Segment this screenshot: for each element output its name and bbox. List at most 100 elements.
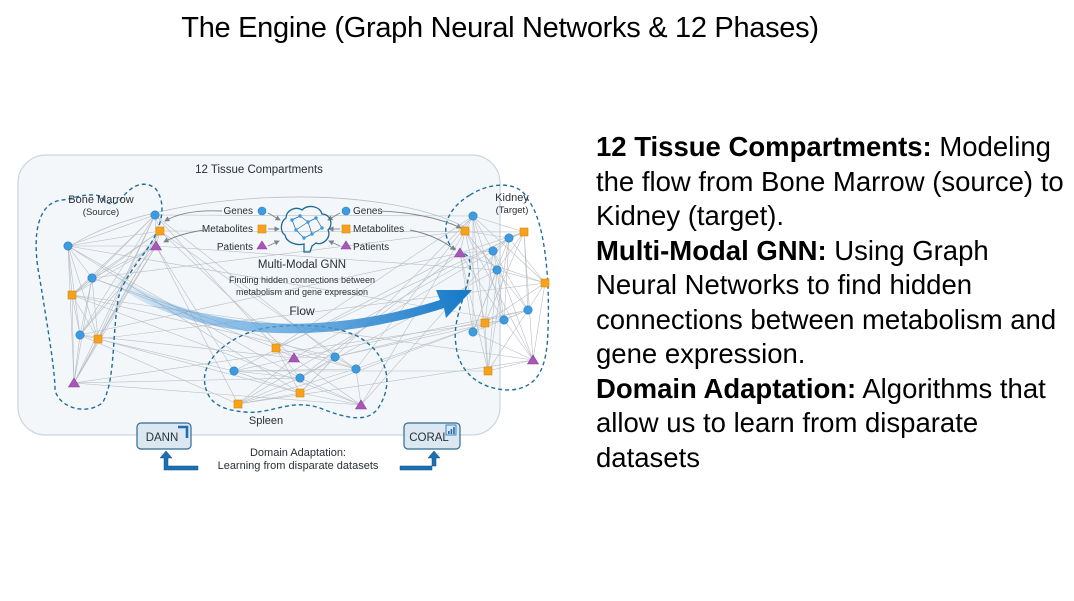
metabolite-node bbox=[271, 343, 281, 353]
gene-node bbox=[351, 364, 361, 374]
graph-edge bbox=[355, 215, 474, 370]
metabolite-node bbox=[295, 388, 305, 398]
graph-edge bbox=[484, 250, 494, 324]
graph-edge bbox=[79, 277, 93, 336]
graph-edge bbox=[79, 252, 461, 336]
graph-edge bbox=[472, 215, 489, 372]
graph-edge bbox=[484, 322, 489, 372]
input-patients-right: Patients bbox=[353, 242, 389, 253]
gene-node bbox=[330, 352, 340, 362]
flow-label: Flow bbox=[289, 304, 315, 318]
graph-edge bbox=[73, 214, 156, 384]
graph-edge bbox=[97, 338, 235, 372]
dann-corner-icon bbox=[178, 425, 189, 438]
graph-edge bbox=[155, 245, 498, 271]
gene-node bbox=[150, 210, 160, 220]
patient-node bbox=[526, 354, 540, 365]
gene-node bbox=[75, 330, 85, 340]
graph-edge bbox=[79, 334, 239, 405]
bone-marrow-label: Bone Marrow bbox=[68, 194, 133, 206]
graph-edge bbox=[79, 245, 157, 336]
graph-edge bbox=[67, 245, 73, 296]
graph-edge bbox=[67, 245, 99, 340]
graph-edge bbox=[472, 215, 494, 252]
graph-edge bbox=[237, 377, 301, 405]
metabolite-node-icon bbox=[341, 224, 351, 234]
graph-edge bbox=[496, 231, 525, 271]
dann-label: DANN bbox=[146, 432, 179, 444]
graph-edge bbox=[237, 250, 494, 405]
metabolite-node bbox=[67, 290, 77, 300]
gnn-title: Multi-Modal GNN bbox=[258, 259, 346, 271]
input-patients-left: Patients bbox=[217, 242, 253, 253]
gene-node bbox=[499, 315, 509, 325]
graph-edge bbox=[71, 294, 362, 406]
graph-edge bbox=[91, 230, 161, 279]
graph-edge bbox=[67, 214, 156, 247]
graph-edge bbox=[508, 237, 546, 284]
metabolite-node bbox=[155, 226, 165, 236]
metabolite-node bbox=[233, 399, 243, 409]
graph-edge bbox=[527, 282, 546, 311]
kidney-role: (Target) bbox=[496, 205, 529, 216]
graph-edge bbox=[293, 309, 529, 359]
graph-edge bbox=[275, 347, 301, 394]
gnn-subtitle-line1: Finding hidden connections between bbox=[229, 275, 375, 285]
metabolite-node bbox=[519, 227, 529, 237]
graph-edge bbox=[71, 230, 161, 296]
graph-edge bbox=[484, 282, 546, 324]
patient-node-icon bbox=[256, 240, 268, 250]
graph-edge bbox=[73, 377, 301, 384]
graph-edge bbox=[360, 237, 510, 406]
domain-adaptation-line2: Learning from disparate datasets bbox=[218, 460, 379, 472]
metabolite-node bbox=[460, 226, 470, 236]
graph-edge bbox=[496, 269, 546, 284]
coral-method-box: CORAL bbox=[403, 422, 461, 450]
gene-node bbox=[295, 373, 305, 383]
metabolite-node bbox=[93, 334, 103, 344]
input-genes-right: Genes bbox=[353, 206, 382, 217]
patient-node-icon bbox=[340, 240, 352, 250]
gene-node-icon bbox=[257, 206, 267, 216]
graph-edge bbox=[233, 370, 301, 379]
gnn-diagram-figure: 12 Tissue Compartments Flow Bone Marrow … bbox=[0, 140, 600, 480]
bullet-heading: Multi-Modal GNN: bbox=[596, 234, 827, 266]
slide-title: The Engine (Graph Neural Networks & 12 P… bbox=[181, 12, 819, 44]
graph-edge bbox=[459, 252, 546, 284]
graph-edge bbox=[73, 382, 362, 406]
input-arrows bbox=[163, 210, 462, 251]
gene-node bbox=[523, 305, 533, 315]
graph-edge bbox=[299, 322, 486, 394]
graph-edge bbox=[91, 277, 99, 340]
input-genes-left: Genes bbox=[224, 206, 253, 217]
bar-chart-icon bbox=[445, 424, 457, 436]
graph-edge bbox=[73, 338, 99, 384]
graph-edge bbox=[71, 294, 81, 336]
graph-edge bbox=[73, 334, 81, 384]
coral-connector-arrow bbox=[399, 450, 441, 471]
graph-edge bbox=[233, 252, 461, 372]
graph-edge bbox=[73, 277, 93, 384]
graph-edge bbox=[355, 322, 486, 370]
graph-edge bbox=[360, 230, 466, 406]
domain-adaptation-line1: Domain Adaptation: bbox=[250, 447, 346, 459]
bone-marrow-role: (Source) bbox=[83, 207, 119, 218]
bullet-heading: Domain Adaptation: bbox=[596, 372, 857, 404]
graph-edge bbox=[91, 214, 156, 279]
graph-edge bbox=[355, 368, 362, 406]
gene-node bbox=[504, 233, 514, 243]
metabolite-node bbox=[483, 366, 493, 376]
bullet-item: Domain Adaptation: Algorithms that allow… bbox=[596, 372, 1074, 476]
spleen-label: Spleen bbox=[249, 415, 283, 427]
graph-edge bbox=[71, 245, 157, 296]
graph-edge bbox=[503, 237, 510, 321]
graph-edge bbox=[73, 245, 157, 384]
bullet-text: Modeling the flow from Bone Marrow (sour… bbox=[596, 131, 1064, 231]
graph-edge bbox=[484, 231, 525, 324]
metabolite-node-icon bbox=[257, 224, 267, 234]
graph-edge bbox=[293, 237, 510, 359]
graph-edge bbox=[472, 215, 525, 233]
bullet-text: Using Graph Neural Networks to find hidd… bbox=[596, 234, 1057, 370]
graph-edge bbox=[334, 309, 529, 358]
graph-edge bbox=[496, 269, 505, 321]
